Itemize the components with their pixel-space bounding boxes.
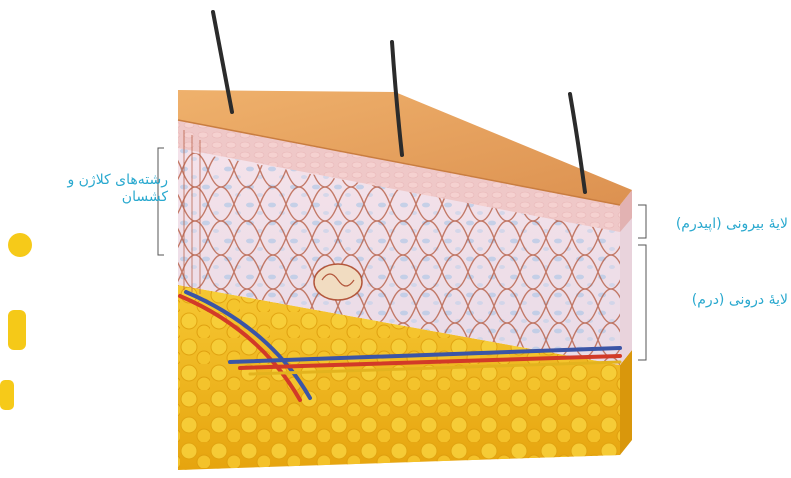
collagen-label-line-2: کشسان: [70, 189, 168, 206]
collagen-elastic-fibers-label: رشته‌های کلاژن و کشسان: [70, 172, 168, 206]
dermis-label: لایهٔ درونی (درم): [660, 292, 788, 309]
dermis-bracket: [638, 245, 646, 360]
epidermis-bracket: [638, 205, 646, 238]
gland: [314, 264, 362, 300]
watermark-yellow: [0, 233, 32, 410]
epidermis-label: لایهٔ بیرونی (اپیدرم): [660, 216, 788, 233]
collagen-label-line-1: رشته‌های کلاژن و: [70, 172, 168, 189]
